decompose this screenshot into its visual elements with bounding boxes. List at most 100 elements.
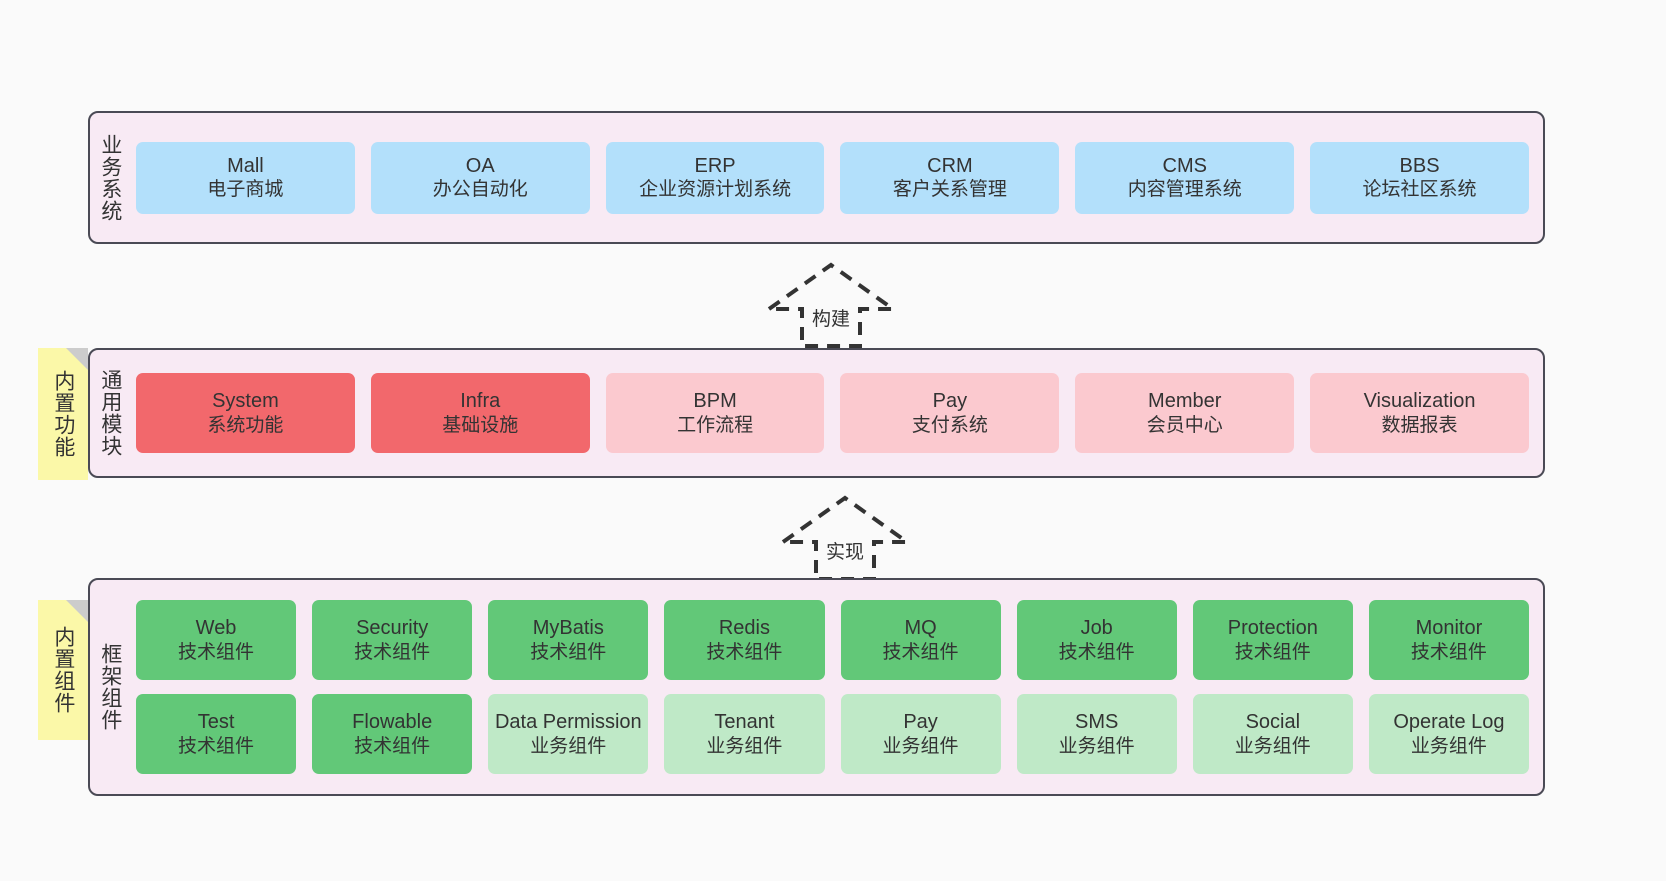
module-box-subtitle: 技术组件 bbox=[1410, 641, 1487, 663]
module-box-title: Protection bbox=[1227, 617, 1318, 640]
sticky-fold-icon bbox=[66, 600, 88, 622]
module-box-title: Flowable bbox=[352, 711, 433, 734]
module-box-subtitle: 基础设施 bbox=[442, 414, 519, 436]
module-box-subtitle: 技术组件 bbox=[706, 641, 783, 663]
module-box-subtitle: 内容管理系统 bbox=[1127, 179, 1242, 201]
module-box-title: SMS bbox=[1075, 711, 1119, 734]
sticky-note-builtin-components: 内置组件 bbox=[38, 600, 88, 740]
module-box-title: Infra bbox=[460, 390, 501, 413]
module-box-title: Tenant bbox=[714, 711, 775, 734]
module-box-subtitle: 业务组件 bbox=[706, 735, 783, 757]
module-box-title: Test bbox=[197, 711, 235, 734]
module-box-subtitle: 论坛社区系统 bbox=[1362, 179, 1477, 201]
module-box-subtitle: 技术组件 bbox=[354, 641, 431, 663]
module-box-title: Social bbox=[1245, 711, 1301, 734]
module-box-title: Operate Log bbox=[1393, 711, 1505, 734]
sticky-note-builtin-features: 内置功能 bbox=[38, 348, 88, 480]
module-box-subtitle: 业务组件 bbox=[882, 735, 959, 757]
module-box-title: Visualization bbox=[1363, 390, 1476, 413]
module-box-subtitle: 技术组件 bbox=[530, 641, 607, 663]
module-box-subtitle: 业务组件 bbox=[1058, 735, 1135, 757]
module-box-title: Job bbox=[1080, 617, 1113, 640]
module-box-subtitle: 办公自动化 bbox=[432, 179, 528, 201]
module-box-title: Security bbox=[356, 617, 429, 640]
module-box-title: Pay bbox=[932, 390, 968, 413]
module-box-title: BBS bbox=[1399, 154, 1440, 177]
module-box-title: ERP bbox=[694, 154, 736, 177]
module-box-subtitle: 数据报表 bbox=[1381, 414, 1458, 436]
module-box-title: Pay bbox=[903, 711, 938, 734]
module-box-title: Member bbox=[1148, 390, 1222, 413]
module-box-title: Redis bbox=[718, 617, 770, 640]
layer-label-framework-component: 框架组件 bbox=[98, 643, 122, 731]
module-box-title: BPM bbox=[693, 390, 737, 413]
module-box-subtitle: 支付系统 bbox=[911, 414, 988, 436]
module-box-subtitle: 技术组件 bbox=[354, 735, 431, 757]
module-box-subtitle: 业务组件 bbox=[1234, 735, 1311, 757]
module-box-title: Data Permission bbox=[494, 711, 642, 734]
module-box-subtitle: 业务组件 bbox=[1410, 735, 1487, 757]
layer-label-business-system: 业务系统 bbox=[98, 133, 122, 222]
sticky-fold-icon bbox=[66, 348, 88, 370]
module-box-subtitle: 电子商城 bbox=[207, 179, 284, 201]
module-box-subtitle: 企业资源计划系统 bbox=[639, 179, 792, 201]
module-box-subtitle: 会员中心 bbox=[1146, 414, 1223, 436]
arrow-build-label: 构建 bbox=[811, 309, 851, 330]
module-box-title: CRM bbox=[927, 154, 973, 177]
module-box-subtitle: 系统功能 bbox=[207, 414, 284, 436]
module-box-title: Web bbox=[195, 617, 237, 640]
module-box-subtitle: 工作流程 bbox=[677, 414, 754, 436]
module-box-subtitle: 技术组件 bbox=[1058, 641, 1135, 663]
module-box-subtitle: 业务组件 bbox=[530, 735, 607, 757]
sticky-note-builtin-features-label: 内置功能 bbox=[51, 370, 75, 458]
sticky-note-builtin-components-label: 内置组件 bbox=[51, 626, 75, 714]
module-box-title: System bbox=[212, 390, 279, 413]
arrow-implement-icon bbox=[776, 495, 914, 581]
arrow-build: 构建 bbox=[756, 260, 906, 348]
module-box-title: OA bbox=[465, 154, 495, 177]
module-box-title: Mall bbox=[227, 154, 264, 177]
module-box-title: Monitor bbox=[1415, 617, 1483, 640]
module-box-title: CMS bbox=[1162, 154, 1207, 177]
